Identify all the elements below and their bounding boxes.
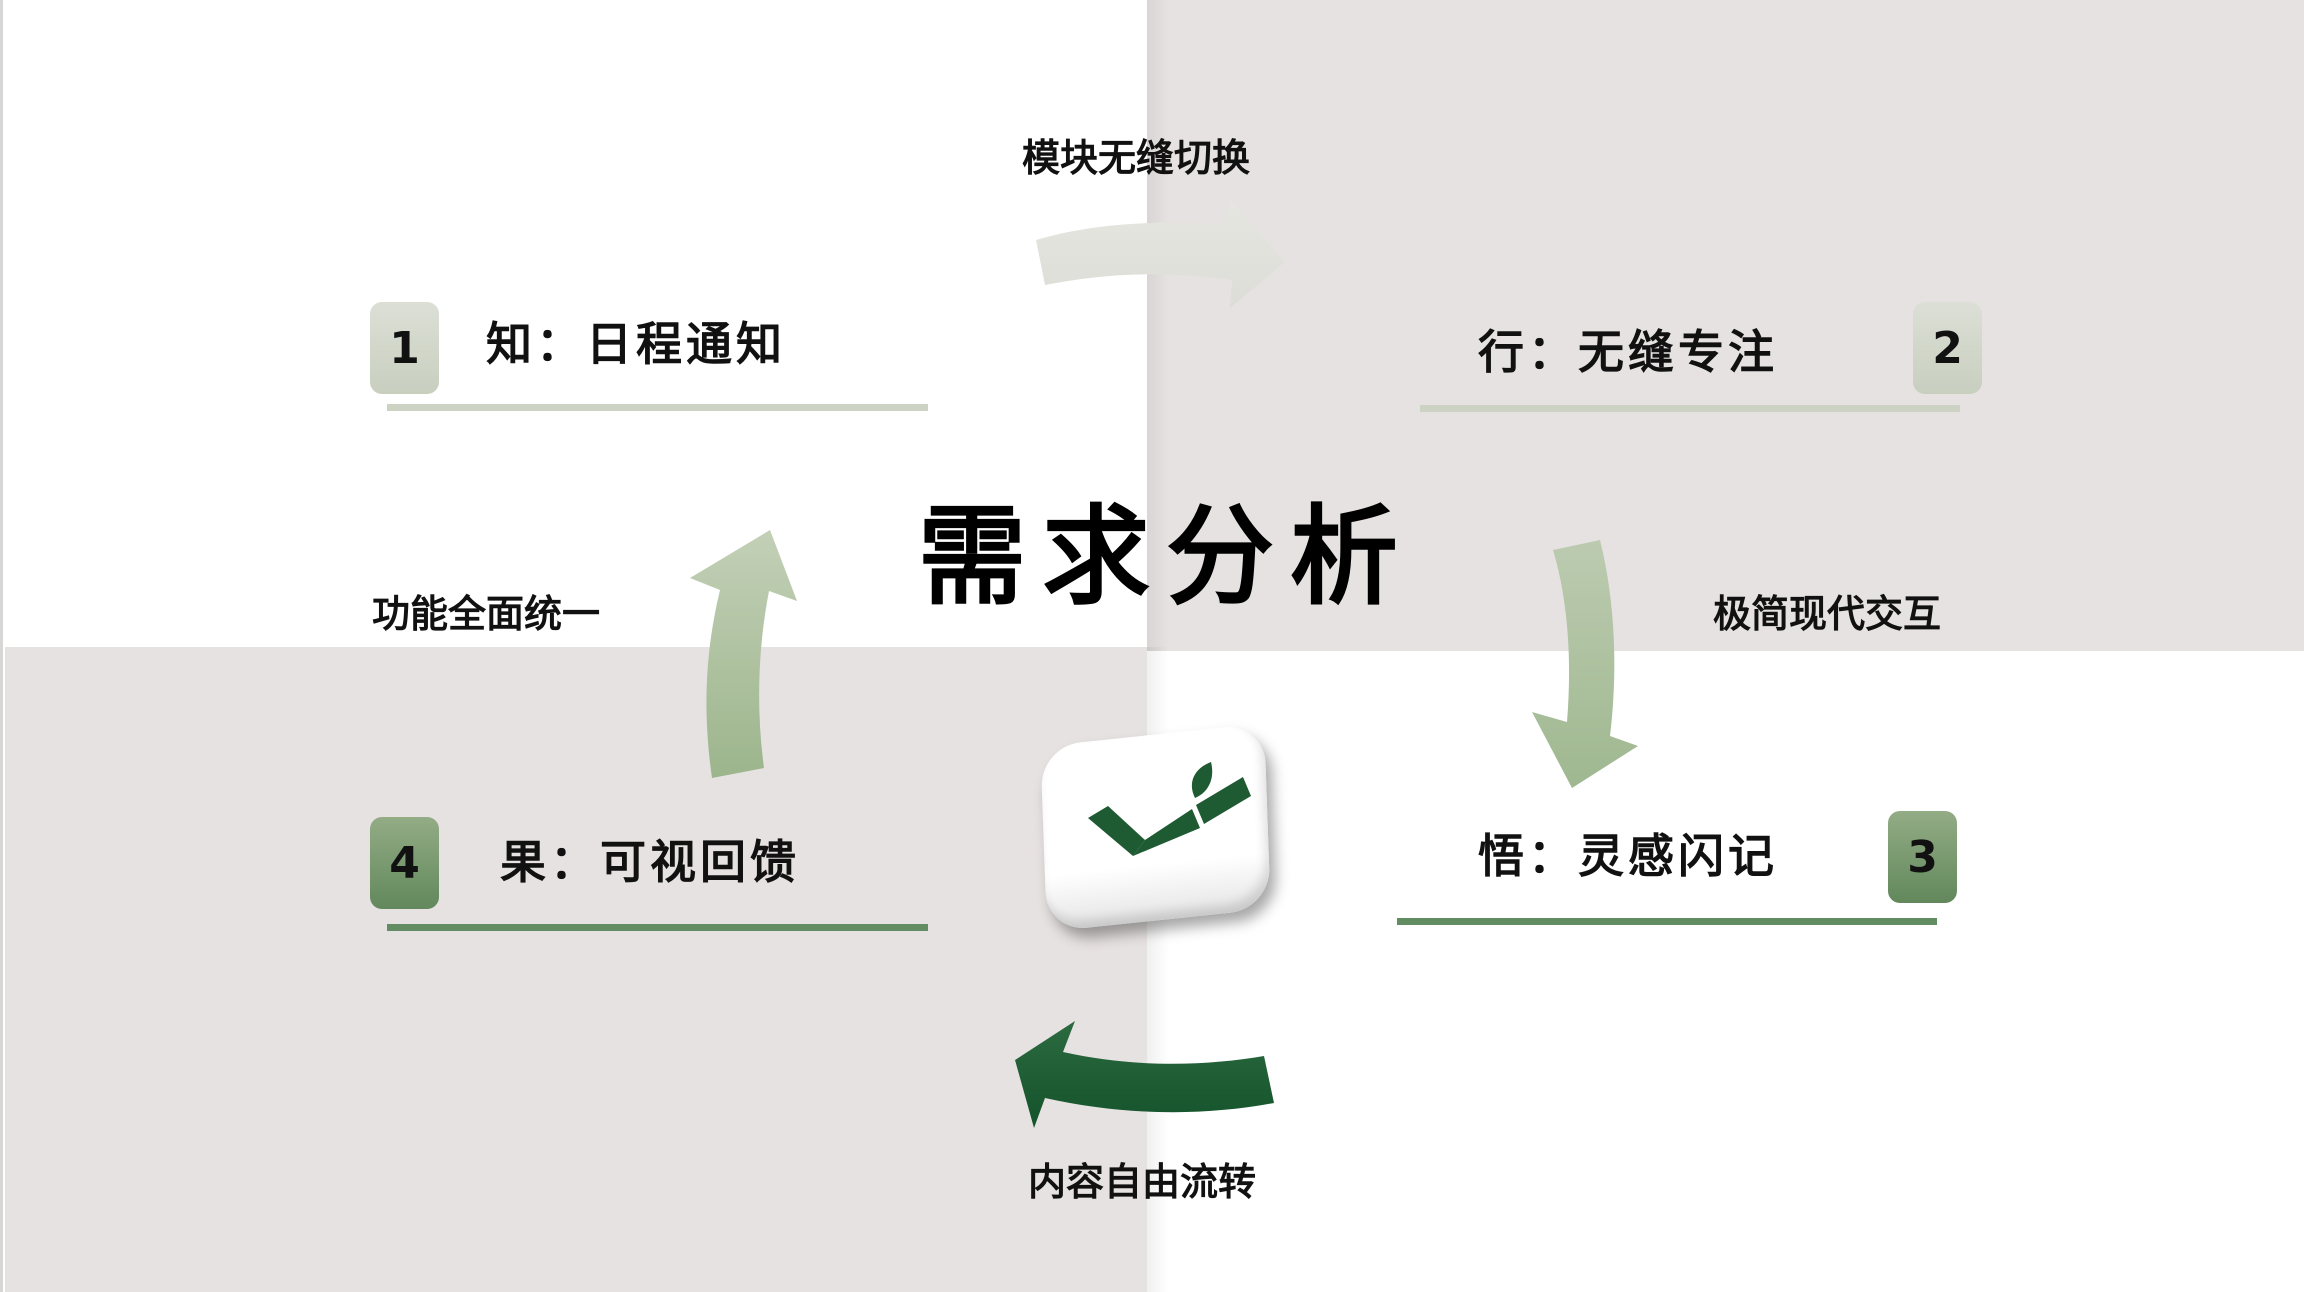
step-badge-3: 3 bbox=[1888, 811, 1957, 903]
step-badge-4: 4 bbox=[370, 817, 439, 909]
step-title-2: 行：无缝专注 bbox=[1478, 325, 1778, 379]
quadrant-bottom-left bbox=[5, 647, 1169, 1292]
transition-label-left: 功能全面统一 bbox=[372, 591, 601, 636]
step-number: 3 bbox=[1907, 831, 1938, 883]
step-number: 2 bbox=[1932, 322, 1963, 374]
step-title-4: 果：可视回馈 bbox=[500, 835, 800, 889]
page-title: 需求分析 bbox=[918, 494, 1415, 620]
arrow-down-icon bbox=[1532, 540, 1638, 788]
transition-label-right: 极简现代交互 bbox=[1713, 591, 1942, 636]
arrow-right-icon bbox=[1036, 200, 1285, 308]
arrow-left-icon bbox=[1015, 1021, 1274, 1128]
transition-label-bottom: 内容自由流转 bbox=[1028, 1159, 1257, 1204]
step-badge-2: 2 bbox=[1913, 302, 1982, 394]
step-title-1: 知：日程通知 bbox=[486, 317, 786, 371]
step-number: 4 bbox=[389, 837, 420, 889]
step-underline-2 bbox=[1420, 405, 1960, 412]
page-left-border bbox=[0, 0, 3, 1292]
step-underline-1 bbox=[387, 404, 928, 411]
step-number: 1 bbox=[389, 322, 420, 374]
bamboo-check-icon bbox=[1088, 762, 1251, 856]
step-underline-3 bbox=[1397, 918, 1937, 925]
arrow-up-icon bbox=[690, 530, 797, 778]
step-underline-4 bbox=[387, 924, 928, 931]
quadrant-top-right bbox=[1147, 0, 2304, 651]
transition-label-top: 模块无缝切换 bbox=[1022, 135, 1251, 180]
step-title-3: 悟：灵感闪记 bbox=[1478, 829, 1778, 883]
step-badge-1: 1 bbox=[370, 302, 439, 394]
